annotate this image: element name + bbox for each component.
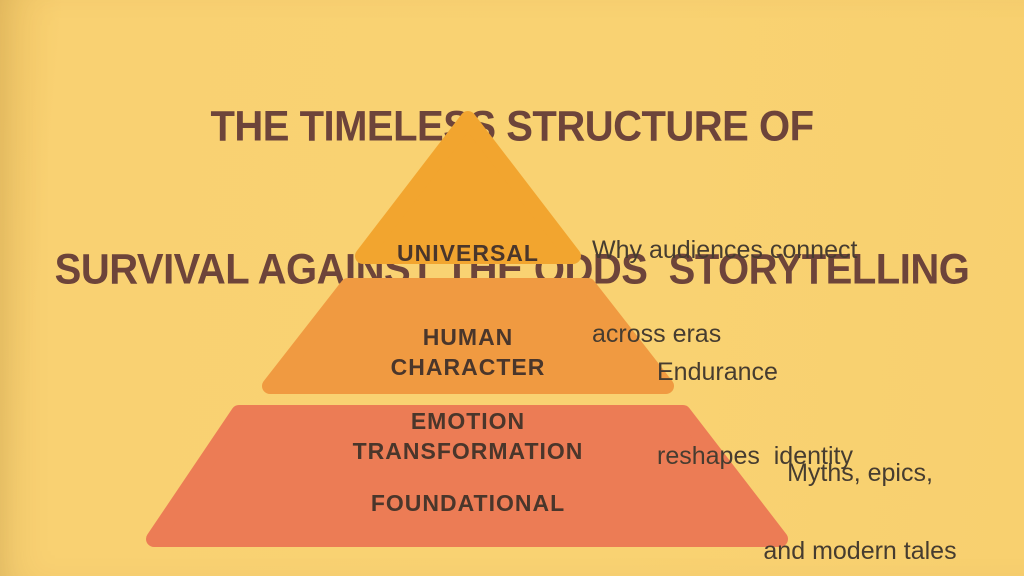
tier1-annotation: Why audiences connect across eras (592, 180, 857, 404)
tier3-label-line-2: STORY PATTERN (298, 573, 638, 576)
pyramid-tier3-shape (146, 405, 788, 547)
tier2-annotation-line-1: Endurance (657, 358, 778, 386)
tier3-label-line-1: FOUNDATIONAL (370, 490, 566, 516)
tier3-annotation-line-2: and modern tales (763, 537, 957, 565)
tier2-annotation-line-2: reshapes identity (657, 442, 853, 470)
tier2-label-line-2: TRANSFORMATION (352, 438, 584, 464)
pyramid-tier2-shape (262, 278, 674, 394)
tier1-label-line-1: UNIVERSAL (397, 240, 539, 266)
tier1-annotation-line-2: across eras (592, 320, 722, 348)
tier1-label-line-3: EMOTION (410, 408, 526, 434)
tier2-annotation: Endurance reshapes identity (657, 302, 853, 526)
tier3-annotation: Myths, epics, and modern tales echo shar… (735, 408, 985, 576)
tier1-label-line-2: HUMAN (422, 324, 514, 350)
tier3-label: FOUNDATIONAL STORY PATTERN (298, 433, 638, 576)
tier1-annotation-line-1: Why audiences connect (592, 236, 858, 264)
pyramid-tier1-shape (355, 111, 581, 264)
tier3-annotation-line-1: Myths, epics, (787, 459, 933, 487)
tier1-label: UNIVERSAL HUMAN EMOTION (298, 183, 638, 491)
tier2-label: CHARACTER TRANSFORMATION (298, 297, 638, 521)
tier2-label-line-1: CHARACTER (390, 354, 546, 380)
